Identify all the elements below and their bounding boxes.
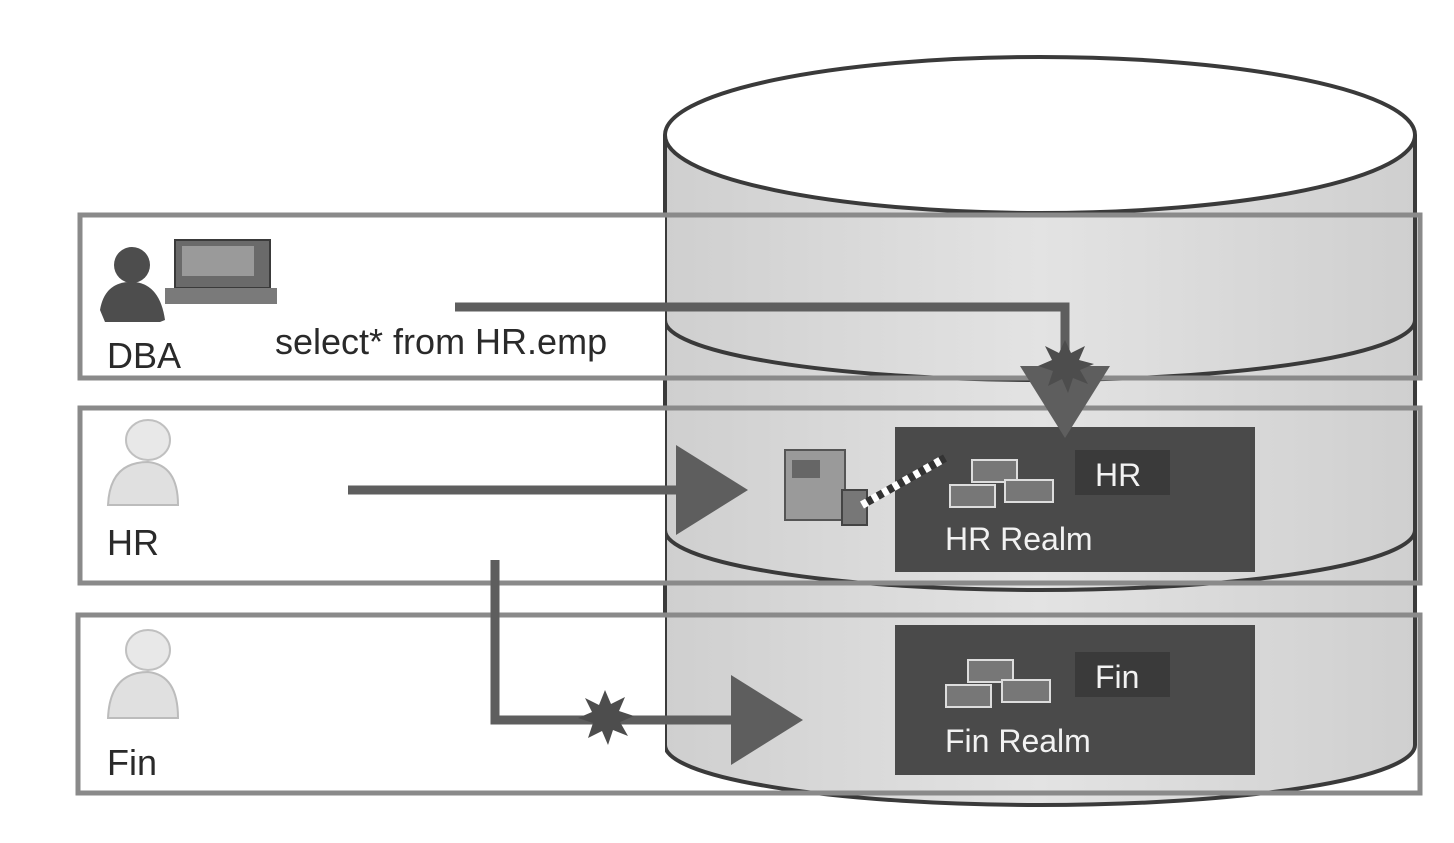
gatekeeper-icon (784, 449, 947, 526)
actor-label-dba: DBA (107, 335, 181, 376)
tables-icon (949, 459, 1054, 508)
query-text: select* from HR.emp (275, 321, 607, 362)
flow-hr-to-fin-realm (490, 560, 803, 765)
realm-label-hr: HR Realm (945, 521, 1093, 557)
actor-label-fin: Fin (107, 742, 157, 783)
blocked-burst-icon (1038, 340, 1094, 393)
user-icon (106, 419, 180, 506)
tables-icon (945, 659, 1051, 708)
fin-realm-box: Fin Fin Realm (895, 625, 1255, 775)
dba-workstation-icon (100, 239, 277, 322)
realm-schema-fin: Fin (1095, 659, 1139, 695)
realm-schema-hr: HR (1095, 457, 1141, 493)
user-icon (106, 629, 180, 719)
realm-label-fin: Fin Realm (945, 723, 1091, 759)
actor-label-hr: HR (107, 522, 159, 563)
blocked-burst-icon (578, 690, 634, 745)
hr-realm-box: HR HR Realm (895, 427, 1255, 572)
